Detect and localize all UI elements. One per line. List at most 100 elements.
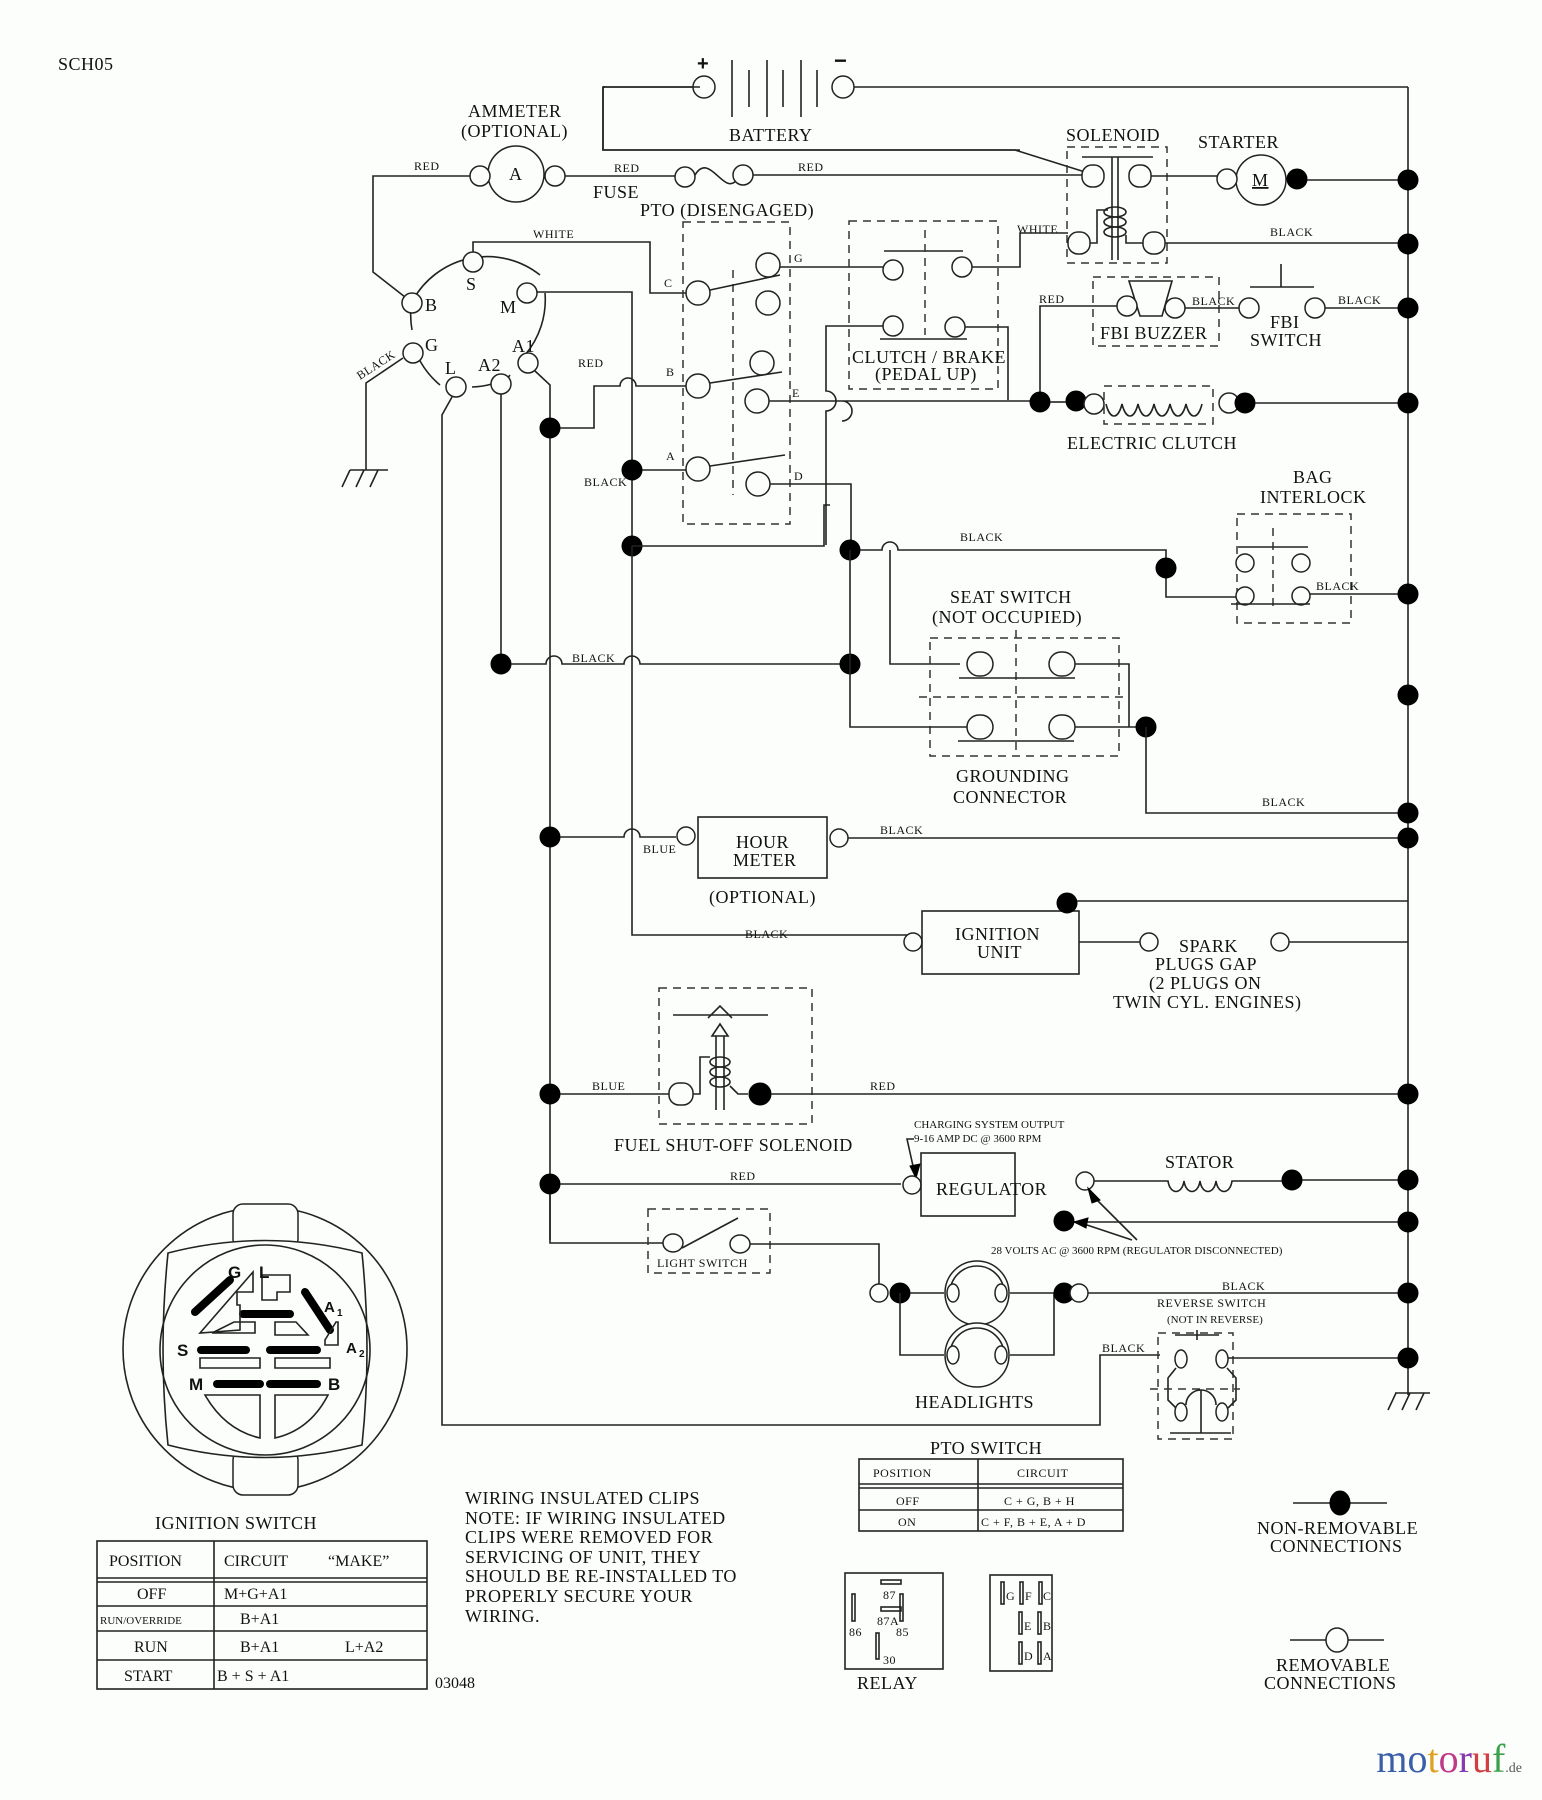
terminal-A1-label: A1 [512, 336, 535, 356]
ground-symbol-right [1387, 1392, 1430, 1411]
ign-row-3-position: START [124, 1668, 173, 1685]
watermark-char: o [1438, 1736, 1459, 1781]
wire-pto-bottom [632, 504, 830, 547]
seat-switch: SEAT SWITCH (NOT OCCUPIED) GROUNDING CON… [919, 587, 1127, 807]
legend-removable-sub: CONNECTIONS [1264, 1673, 1397, 1693]
pto-pin-E: E [1024, 1619, 1032, 1633]
ignition-unit-label: IGNITION [955, 924, 1040, 944]
connection-dot [1397, 297, 1419, 319]
pto-terminal-D: D [794, 469, 803, 483]
wiring-clips-note: WIRING INSULATED CLIPS NOTE: IF WIRING I… [465, 1488, 737, 1626]
pto-terminal-G: G [794, 251, 803, 265]
watermark-char: t [1427, 1736, 1439, 1781]
ignition-switch-face: G L A 1 A 2 S M B [122, 1203, 408, 1496]
hour-meter-label: HOUR [736, 832, 789, 852]
wire-clutch-right [965, 326, 1009, 400]
ac-voltage-note: 28 VOLTS AC @ 3600 RPM (REGULATOR DISCON… [991, 1186, 1283, 1257]
spark-line-2: PLUGS GAP [1155, 954, 1257, 974]
connection-dot [1397, 583, 1419, 605]
ignition-unit-sub-label: UNIT [977, 942, 1022, 962]
ammeter-symbol: A [509, 164, 523, 184]
ground-symbol-left [341, 469, 388, 488]
ignition-switch-title: IGNITION SWITCH [155, 1513, 317, 1533]
note-line-5: PROPERLY SECURE YOUR [465, 1586, 693, 1606]
solenoid-label: SOLENOID [1066, 125, 1160, 145]
ign-row-2-position: RUN [134, 1639, 168, 1656]
ign-row-1-circuit: B+A1 [240, 1611, 279, 1628]
pto-terminal-B: B [666, 365, 675, 379]
connection-dot [1397, 1169, 1419, 1191]
pto-pin-A: A [1043, 1649, 1052, 1663]
pto-pin-D: D [1024, 1649, 1033, 1663]
legend: NON-REMOVABLE CONNECTIONS REMOVABLE CONN… [1257, 1490, 1418, 1693]
watermark-suffix: .de [1505, 1761, 1522, 1776]
connection-dot [1397, 392, 1419, 414]
wire-label-black-6: BLACK [1316, 579, 1359, 593]
legend-removable: REMOVABLE [1276, 1655, 1390, 1675]
grounding-connector-label: GROUNDING [956, 766, 1070, 786]
note-line-4: SHOULD BE RE-INSTALLED TO [465, 1566, 737, 1586]
connection-dot [1397, 1083, 1419, 1105]
fuse: FUSE [565, 164, 754, 202]
face-terminal-A1: A [324, 1299, 335, 1316]
pto-label: PTO (DISENGAGED) [640, 200, 814, 221]
relay-pin-30: 30 [883, 1653, 896, 1667]
wire-label-red-1: RED [414, 159, 440, 173]
face-terminal-A2: A [346, 1340, 357, 1357]
connection-dot [1397, 1282, 1419, 1304]
note-line-2: CLIPS WERE REMOVED FOR [465, 1527, 713, 1547]
fuel-shutoff-solenoid: FUEL SHUT-OFF SOLENOID [614, 987, 852, 1155]
watermark-char: f [1491, 1736, 1506, 1781]
face-terminal-A1-sub: 1 [337, 1308, 343, 1319]
wire-label-black-2: BLACK [584, 475, 627, 489]
terminal-M-label: M [500, 297, 517, 317]
wire-label-black-3: BLACK [1192, 294, 1235, 308]
clutch-brake-sub-label: (PEDAL UP) [875, 364, 977, 385]
wire-label-black-8: BLACK [572, 651, 615, 665]
face-terminal-B: B [328, 1375, 340, 1394]
wire-S-to-pto-C [472, 241, 686, 294]
stator: STATOR [1094, 1152, 1303, 1193]
ammeter-optional-label: (OPTIONAL) [461, 121, 568, 142]
pto-pin-B: B [1043, 1619, 1052, 1633]
wire-A2-to-seat [511, 655, 850, 665]
relay-diagram: 87 87A 86 85 30 RELAY [844, 1572, 944, 1693]
grounding-connector-sub-label: CONNECTOR [953, 787, 1067, 807]
wire-label-white-2: WHITE [533, 227, 574, 241]
wire-A1-to-pto-B [560, 377, 686, 429]
headlights-label: HEADLIGHTS [915, 1392, 1034, 1412]
starter-label: STARTER [1198, 132, 1279, 152]
battery-plus-label: + [697, 53, 709, 75]
reverse-switch: REVERSE SWITCH (NOT IN REVERSE) [1150, 1296, 1266, 1440]
wire-pto-E-to-clutch [769, 400, 1042, 422]
pto-row-0-position: OFF [896, 1494, 920, 1508]
pto-pin-G: G [1006, 1589, 1015, 1603]
electric-clutch-label: ELECTRIC CLUTCH [1067, 433, 1237, 453]
regulator-label: REGULATOR [936, 1179, 1047, 1199]
ign-header-make: “MAKE” [328, 1553, 389, 1570]
wire-A1-bus [534, 370, 551, 1240]
fbi-switch: FBI SWITCH [1238, 264, 1326, 350]
battery: + − BATTERY [602, 48, 1020, 151]
connection-dot [1397, 802, 1419, 824]
wire-label-red-7: RED [730, 1169, 756, 1183]
relay-pin-87A: 87A [877, 1614, 899, 1628]
spark-line-3: (2 PLUGS ON [1149, 973, 1262, 994]
face-terminal-G: G [228, 1263, 241, 1282]
pto-pin-F: F [1025, 1589, 1032, 1603]
interlock-label: INTERLOCK [1260, 487, 1367, 507]
battery-minus-label: − [834, 48, 847, 73]
wire-label-blue-1: BLUE [643, 842, 676, 856]
wire-clutch-to-solenoid [972, 232, 1068, 268]
wire-label-red-6: RED [870, 1079, 896, 1093]
wire-to-seat-switch [889, 550, 960, 665]
charging-note-2: 9-16 AMP DC @ 3600 RPM [914, 1133, 1042, 1145]
note-line-0: WIRING INSULATED CLIPS [465, 1488, 700, 1508]
ignition-unit: IGNITION UNIT [903, 892, 1080, 975]
wire-to-hour-meter [560, 828, 676, 838]
seat-switch-sub-label: (NOT OCCUPIED) [932, 607, 1082, 628]
connection-dot [1397, 827, 1419, 849]
pto-pin-C: C [1043, 1589, 1052, 1603]
ignition-switch-terminals: S B M G A1 L A2 [401, 251, 547, 398]
